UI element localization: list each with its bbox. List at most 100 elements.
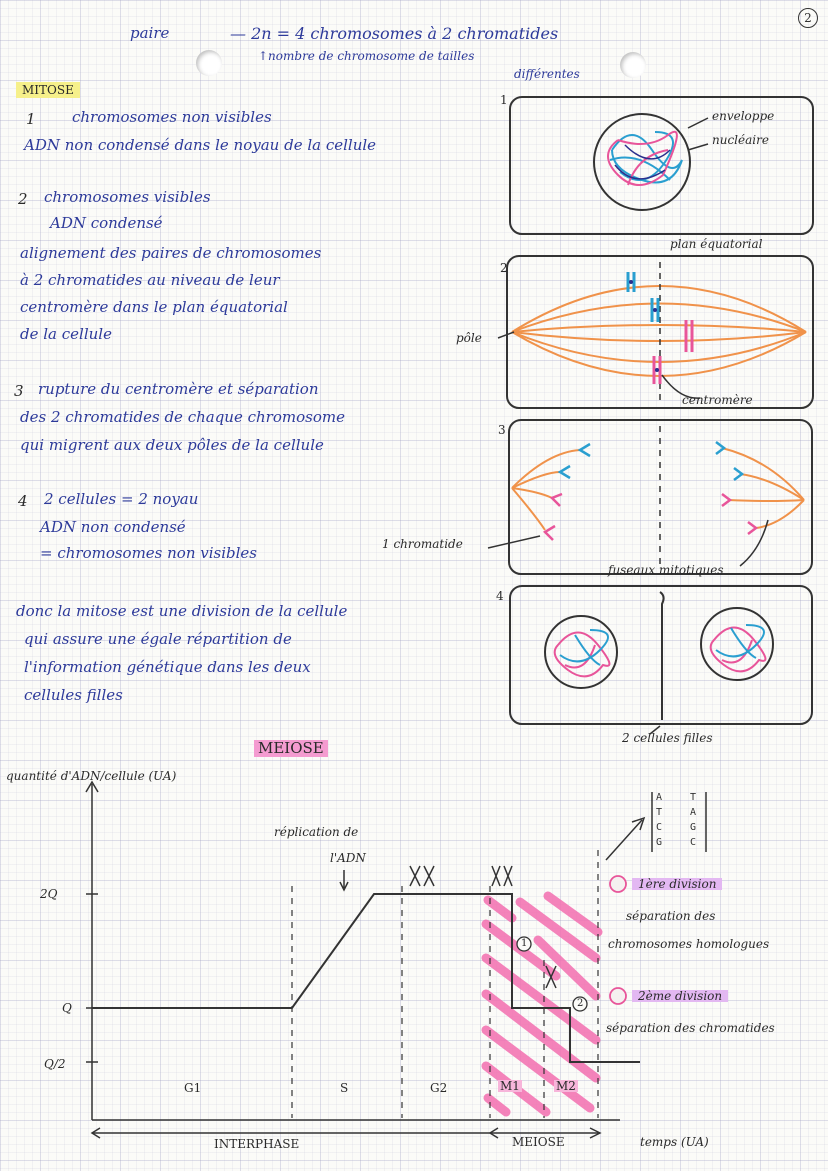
step2-line6: de la cellule — [20, 325, 112, 343]
cell-4-pointer — [649, 725, 661, 735]
dna-pointer-arrow — [605, 816, 646, 861]
cell-4-nucleus-right — [700, 607, 774, 681]
graph-circle-1-label: 1 — [521, 938, 528, 949]
conclusion-line3: l'information génétique dans les deux — [24, 658, 311, 676]
diagram-4-label: 2 cellules filles — [622, 731, 713, 745]
header-formula: — 2n = 4 chromosomes à 2 chromatides — [230, 24, 559, 43]
graph-phase-separators — [291, 850, 599, 1118]
cell-4-dna-left-pink — [553, 631, 611, 678]
meiose-axis-label: MEIOSE — [512, 1135, 565, 1149]
cell-3-spindle-right — [721, 447, 805, 529]
phase-G1: G1 — [184, 1081, 202, 1095]
dna-base: T — [656, 807, 663, 818]
step3-line3: qui migrent aux deux pôles de la cellule — [20, 436, 324, 454]
header-subnote-2: différentes — [514, 67, 580, 81]
diagram-3-number: 3 — [498, 423, 506, 437]
graph-circle-2 — [572, 996, 588, 1012]
step2-line5: centromère dans le plan équatorial — [20, 298, 288, 316]
graph-circle-1 — [516, 936, 532, 952]
cell-2-pointer-centromere — [661, 374, 701, 399]
graph-ylabel: quantité d'ADN/cellule (UA) — [6, 769, 177, 783]
cell-3-spindle-left — [511, 449, 581, 531]
dna-base: A — [656, 792, 663, 803]
cell-4-division — [659, 591, 665, 720]
legend-circle-2 — [609, 987, 627, 1005]
graph-dna-curve — [92, 893, 640, 1063]
step3-line1: rupture du centromère et séparation — [38, 380, 319, 398]
step4-line2: ADN non condensé — [40, 518, 186, 536]
step2-line3: alignement des paires de chromosomes — [20, 244, 322, 262]
step2-line4: à 2 chromatides au niveau de leur — [20, 271, 280, 289]
phase-S: S — [340, 1081, 349, 1095]
meiose-title: MEIOSE — [254, 740, 328, 757]
diagram-1-number: 1 — [500, 93, 508, 107]
step2-line1: chromosomes visibles — [44, 188, 211, 206]
header-subnote: ↑nombre de chromosome de tailles — [258, 49, 475, 63]
step3-line2: des 2 chromatides de chaque chromosome — [20, 408, 345, 426]
dna-sequence-right: T A G C — [690, 790, 696, 850]
step4-line3: = chromosomes non visibles — [40, 544, 258, 562]
cell-1-outline — [509, 96, 814, 235]
diagram-3-label-chromatide: 1 chromatide — [382, 537, 463, 551]
cell-3-pointer-chromatide — [487, 535, 541, 549]
cell-2-outline — [506, 255, 814, 409]
dna-base: T — [690, 792, 697, 803]
dna-base: A — [690, 807, 697, 818]
cell-4-outline — [509, 585, 813, 725]
step2-number: 2 — [18, 190, 28, 208]
step1-line2: ADN non condensé dans le noyau de la cel… — [24, 136, 377, 154]
diagram-4-number: 4 — [496, 589, 504, 603]
cell-3-chromatids — [542, 441, 759, 541]
replication-arrow — [339, 870, 349, 892]
y-tick-Q: Q — [62, 1001, 72, 1015]
cell-1-dna-pink — [607, 130, 678, 186]
dna-base: G — [690, 822, 697, 833]
diagram-2-label-pole: pôle — [456, 331, 482, 345]
cell-1-dna-blue — [614, 144, 671, 180]
step4-line1: 2 cellules = 2 noyau — [44, 490, 199, 508]
conclusion-line1: donc la mitose est une division de la ce… — [16, 602, 348, 620]
diagram-2-label-centromere: centromère — [682, 393, 753, 407]
header-paire: paire — [130, 24, 170, 42]
cell-1-pointer-envelope — [687, 117, 709, 129]
phase-M1: M1 — [498, 1079, 522, 1093]
cell-4-nucleus-left — [544, 615, 618, 689]
cell-4-dna-left-cyan — [559, 629, 609, 666]
diagram-2-label-plan: plan équatorial — [670, 237, 763, 251]
cell-2-pointer-pole — [497, 331, 515, 339]
step3-number: 3 — [14, 382, 24, 400]
cell-2-chromosomes — [626, 272, 694, 384]
cell-3-outline — [508, 419, 813, 575]
y-tick-2Q: 2Q — [40, 887, 58, 901]
binder-hole-right — [620, 52, 646, 78]
conclusion-line2: qui assure une égale répartition de — [24, 630, 292, 648]
division-1-line2: chromosomes homologues — [608, 937, 770, 951]
phase-M2: M2 — [554, 1079, 578, 1093]
replication-label-1: réplication de — [274, 825, 359, 839]
cell-4-dna-right-cyan — [715, 624, 765, 659]
division-1-title: 1ère division — [632, 878, 723, 890]
phase-G2: G2 — [430, 1081, 448, 1095]
step2-line2: ADN condensé — [50, 214, 163, 232]
binder-hole-left — [196, 50, 222, 76]
step4-number: 4 — [18, 492, 28, 510]
graph-brace-arrows — [90, 1127, 602, 1139]
cell-1-nucleus — [593, 113, 691, 211]
legend-circle-1 — [609, 875, 627, 893]
y-tick-Q2: Q/2 — [44, 1057, 66, 1071]
cell-3-pointer-fuseaux — [739, 519, 769, 567]
dna-base: C — [656, 822, 663, 833]
diagram-1-label-nucleaire: nucléaire — [712, 133, 769, 147]
graph-circle-2-label: 2 — [577, 998, 584, 1009]
page-number: 2 — [798, 8, 818, 28]
diagram-3-label-fuseaux: fuseaux mitotiques — [608, 563, 724, 577]
cell-4-dna-right-pink — [709, 626, 767, 673]
mitose-title: MITOSE — [16, 82, 80, 98]
graph-y-arrow — [85, 780, 99, 793]
dna-base: G — [656, 837, 663, 848]
step1-number: 1 — [26, 110, 36, 128]
replication-label-2: l'ADN — [330, 851, 366, 865]
step1-line1: chromosomes non visibles — [72, 108, 272, 126]
